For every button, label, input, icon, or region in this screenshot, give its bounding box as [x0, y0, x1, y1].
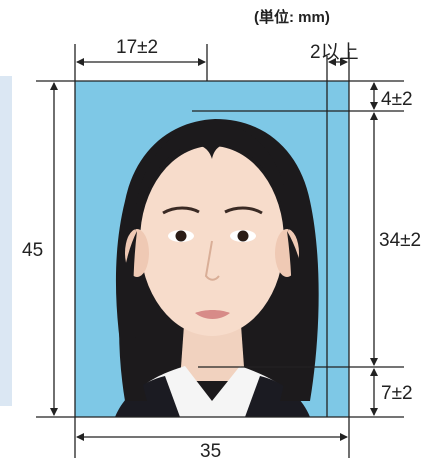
photo-height-label: 45 [22, 240, 44, 261]
left-edge-strip [0, 76, 12, 406]
photo-width-label: 35 [200, 441, 222, 462]
face-length-label: 34±2 [379, 230, 422, 251]
head-offset-label: 17±2 [116, 37, 159, 58]
unit-note: (単位: mm) [254, 9, 330, 26]
portrait-illustration [115, 119, 319, 417]
side-margin-label: 2以上 [310, 42, 359, 63]
top-margin-label: 4±2 [381, 89, 413, 110]
sample-photo [75, 81, 349, 417]
chin-margin-label: 7±2 [381, 383, 413, 404]
